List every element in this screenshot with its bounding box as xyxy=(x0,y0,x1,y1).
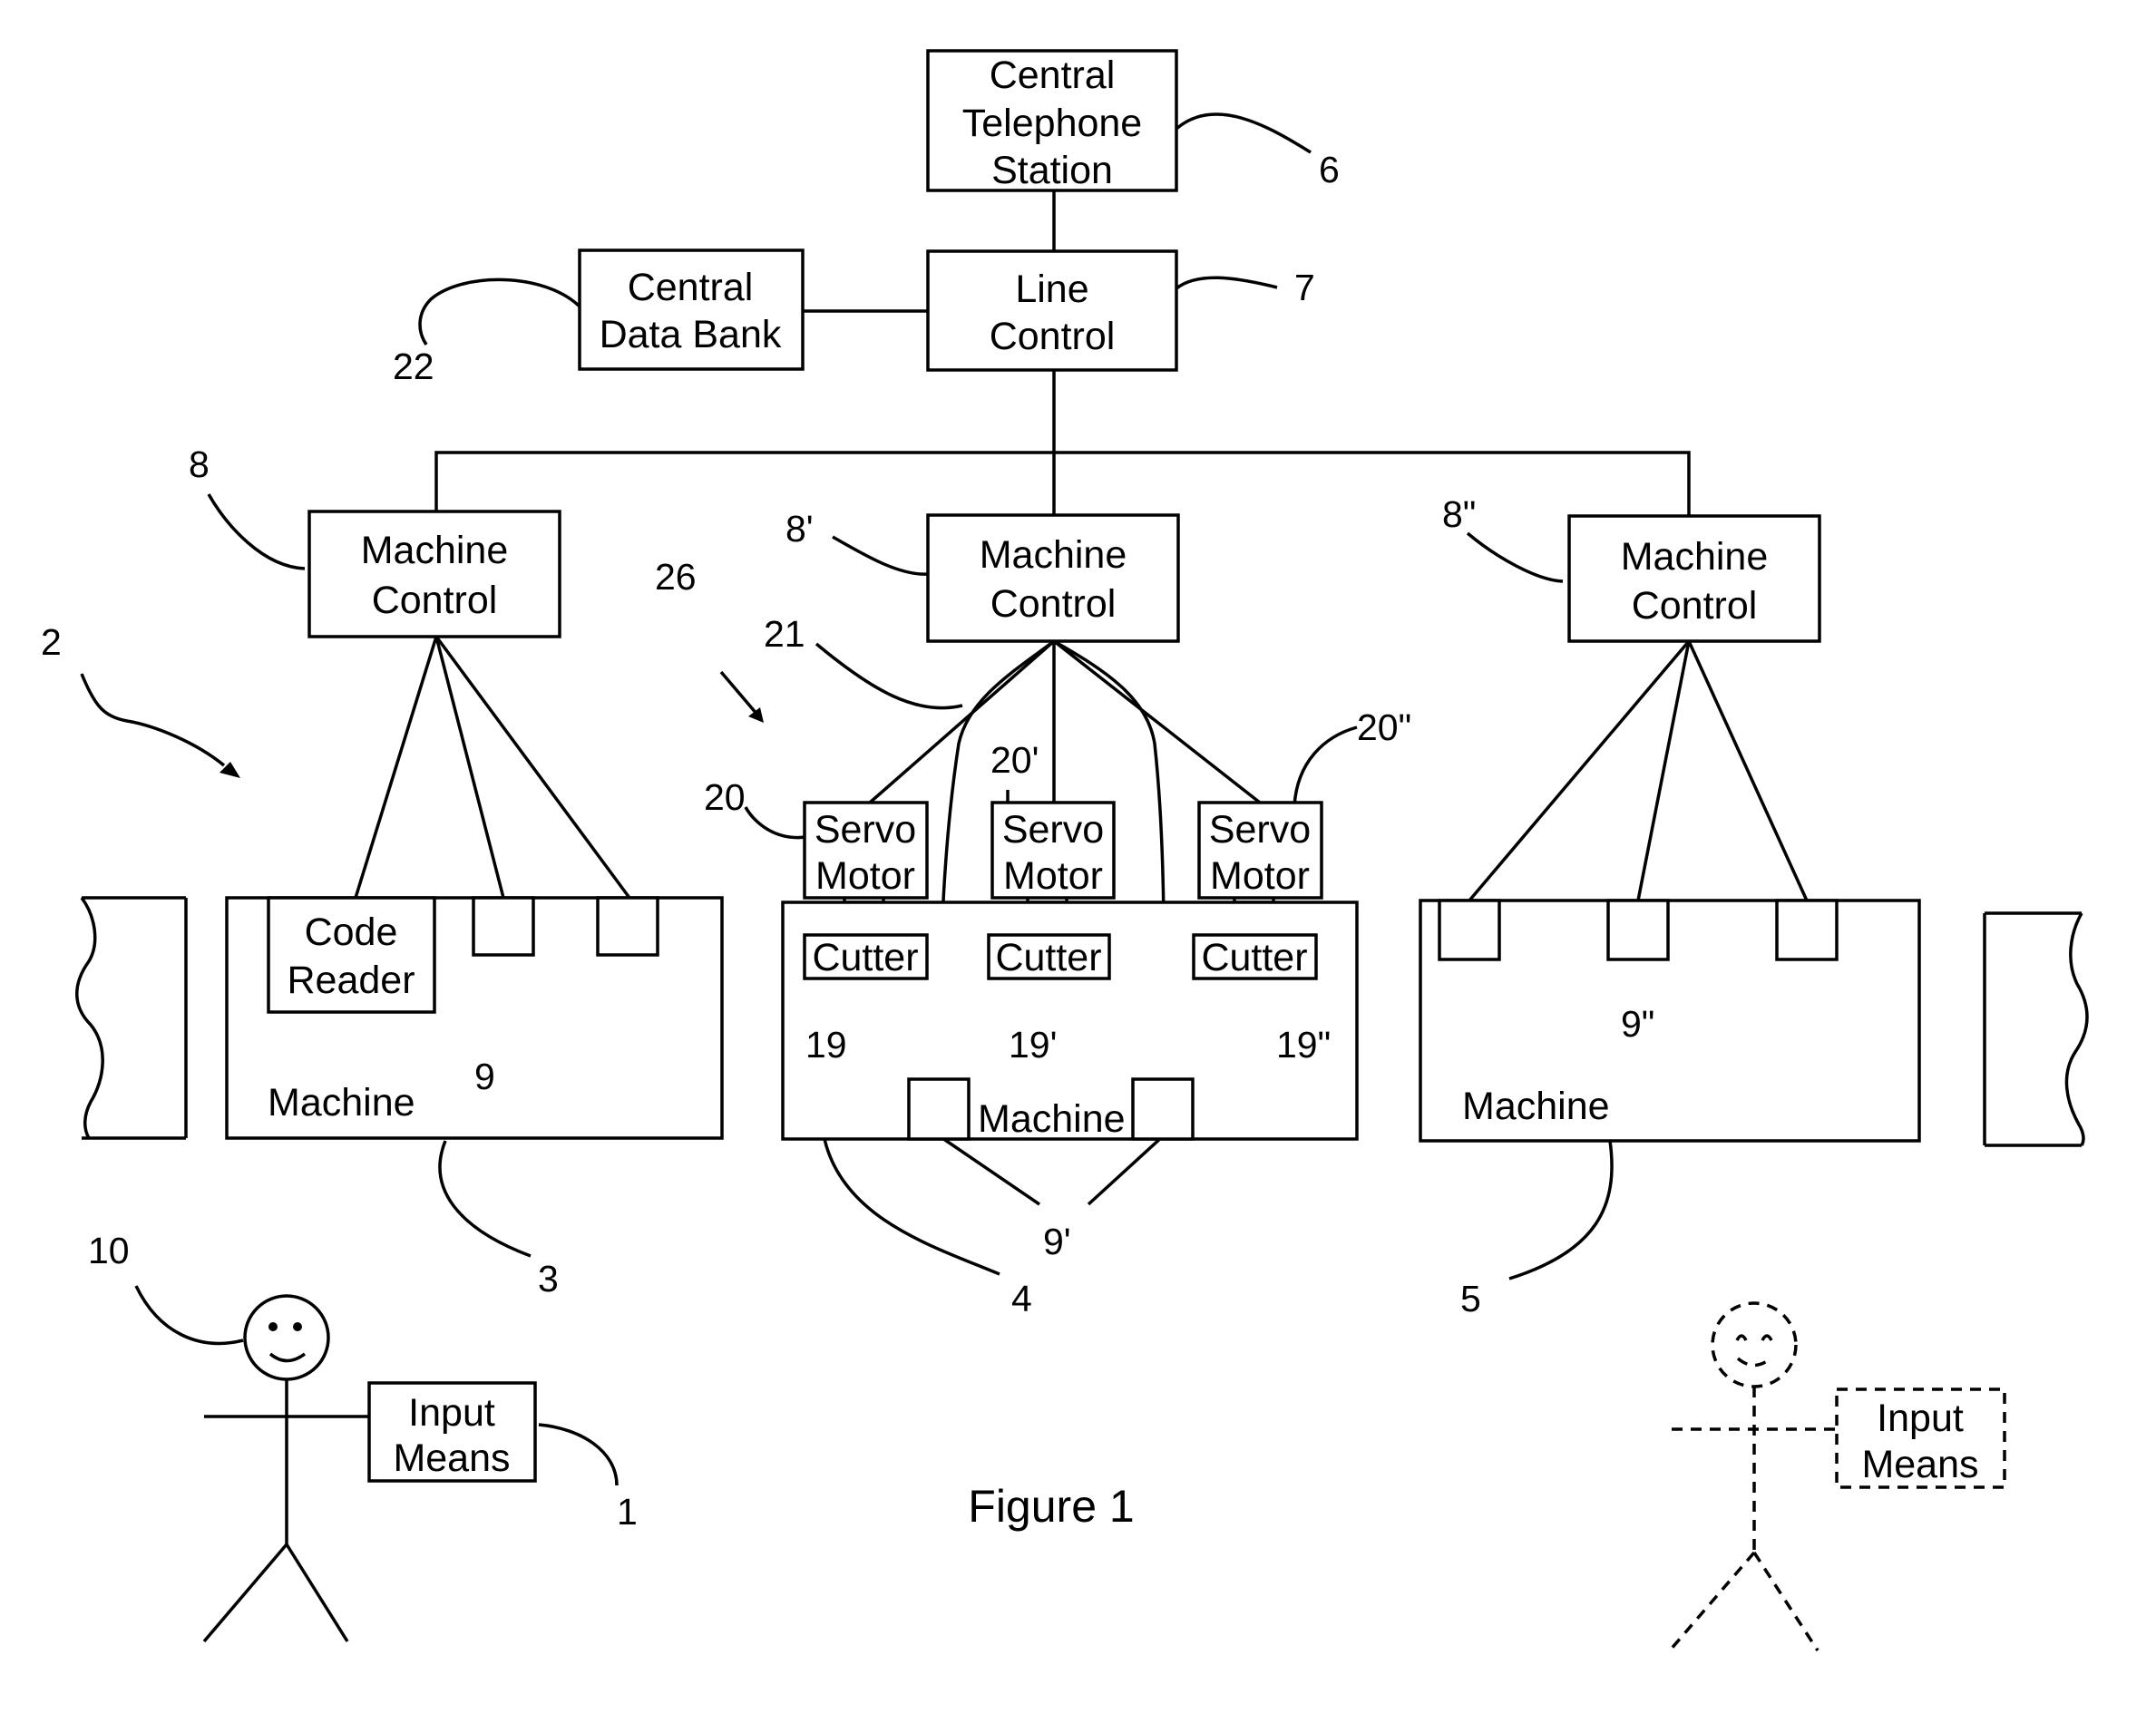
line-control-label-line1: Line xyxy=(1015,268,1088,311)
operator-head xyxy=(245,1296,328,1379)
ref-8pp: 8" xyxy=(1442,493,1476,535)
ref-21: 21 xyxy=(764,613,805,655)
ref-4: 4 xyxy=(1011,1278,1032,1319)
ref-10: 10 xyxy=(88,1230,130,1271)
ref-3: 3 xyxy=(538,1258,559,1300)
sensor-9pp-a xyxy=(1439,901,1499,959)
machine-label: Machine xyxy=(268,1081,415,1125)
adjacent-machine-right xyxy=(1985,913,2087,1145)
central-telephone-station-label-line1: Central xyxy=(990,54,1116,97)
ref-9p: 9' xyxy=(1043,1221,1071,1262)
input-means-label-line2: Means xyxy=(1861,1443,1978,1486)
input-means-label-line1: Input xyxy=(1877,1397,1964,1440)
machine-control-box-right: Machine Control xyxy=(1569,516,1819,641)
machine-5: Machine xyxy=(1420,901,1919,1141)
line-control-box: Line Control xyxy=(928,251,1176,370)
ref-5: 5 xyxy=(1460,1278,1481,1319)
servo-motor-label-line1: Servo xyxy=(1209,808,1311,852)
machine-control-label-line1: Machine xyxy=(361,529,509,572)
central-telephone-station-label-line3: Station xyxy=(991,149,1113,192)
servo-motor-label-line1: Servo xyxy=(815,808,916,852)
machine-label: Machine xyxy=(978,1097,1126,1141)
machine-control-label-line2: Control xyxy=(990,582,1117,626)
code-reader-label-line2: Reader xyxy=(287,959,415,1002)
ref-8: 8 xyxy=(189,443,210,485)
sensor-9pp-c xyxy=(1777,901,1837,959)
central-telephone-station-label-line2: Telephone xyxy=(962,102,1142,145)
ref-9: 9 xyxy=(474,1056,495,1097)
ref-1: 1 xyxy=(617,1491,638,1533)
machine-control-label-line2: Control xyxy=(372,579,498,622)
ref-19p: 19' xyxy=(1009,1024,1057,1066)
ref-8p: 8' xyxy=(785,508,814,550)
servo-motor-label-line1: Servo xyxy=(1002,808,1104,852)
cutter-label: Cutter xyxy=(1201,936,1307,979)
ref-2: 2 xyxy=(41,621,62,663)
machine-control-label-line1: Machine xyxy=(980,533,1127,577)
ref-6: 6 xyxy=(1319,149,1340,190)
arrowheads xyxy=(220,707,764,778)
servo-motor-label-line2: Motor xyxy=(1003,854,1103,898)
sensor-9p-b xyxy=(1133,1079,1193,1139)
central-data-bank-label-line2: Data Bank xyxy=(600,313,782,356)
ref-20: 20 xyxy=(704,776,746,818)
operator-figure-solid xyxy=(204,1296,369,1641)
machine-3: Code Reader Machine xyxy=(227,898,722,1138)
operator-figure-dashed xyxy=(1670,1303,1837,1650)
ref-26: 26 xyxy=(655,556,697,598)
cutter-label: Cutter xyxy=(812,936,918,979)
sensor-9pp-b xyxy=(1608,901,1668,959)
line-control-label-line2: Control xyxy=(990,315,1116,358)
machine-control-box-center: Machine Control xyxy=(928,515,1178,641)
adjacent-machine-left xyxy=(77,898,186,1138)
input-means-box-dashed: Input Means xyxy=(1837,1389,2005,1487)
sensor-9-a xyxy=(473,898,533,955)
central-data-bank-box: Central Data Bank xyxy=(580,250,803,369)
cutter-label: Cutter xyxy=(995,936,1101,979)
input-means-label-line2: Means xyxy=(393,1436,510,1480)
input-means-box-solid: Input Means xyxy=(369,1383,535,1481)
leader-lines xyxy=(82,114,1612,1485)
central-data-bank-label-line1: Central xyxy=(628,266,754,309)
machine-label: Machine xyxy=(1462,1085,1610,1128)
servo-motor-label-line2: Motor xyxy=(815,854,915,898)
ref-19: 19 xyxy=(805,1024,847,1066)
operator-eye xyxy=(268,1322,278,1331)
operator-head xyxy=(1712,1303,1796,1387)
sensor-9p-a xyxy=(909,1079,969,1139)
figure-caption: Figure 1 xyxy=(968,1481,1134,1532)
ref-9pp: 9" xyxy=(1621,1003,1654,1045)
machine-4: Machine Servo Motor Servo Motor Servo Mo… xyxy=(783,803,1357,1141)
ref-19pp: 19" xyxy=(1276,1024,1331,1066)
machine-control-box-left: Machine Control xyxy=(309,511,560,637)
central-telephone-station-box: Central Telephone Station xyxy=(928,51,1176,192)
sensor-9-b xyxy=(598,898,658,955)
ref-20p: 20' xyxy=(990,739,1039,781)
ref-7: 7 xyxy=(1294,267,1315,308)
ref-22: 22 xyxy=(393,346,434,387)
ref-20pp: 20" xyxy=(1357,706,1411,748)
servo-motor-label-line2: Motor xyxy=(1210,854,1310,898)
operator-eye xyxy=(293,1322,302,1331)
machine-control-label-line1: Machine xyxy=(1621,535,1769,579)
machine-control-label-line2: Control xyxy=(1632,584,1758,628)
code-reader-label-line1: Code xyxy=(305,910,398,954)
input-means-label-line1: Input xyxy=(408,1391,495,1435)
